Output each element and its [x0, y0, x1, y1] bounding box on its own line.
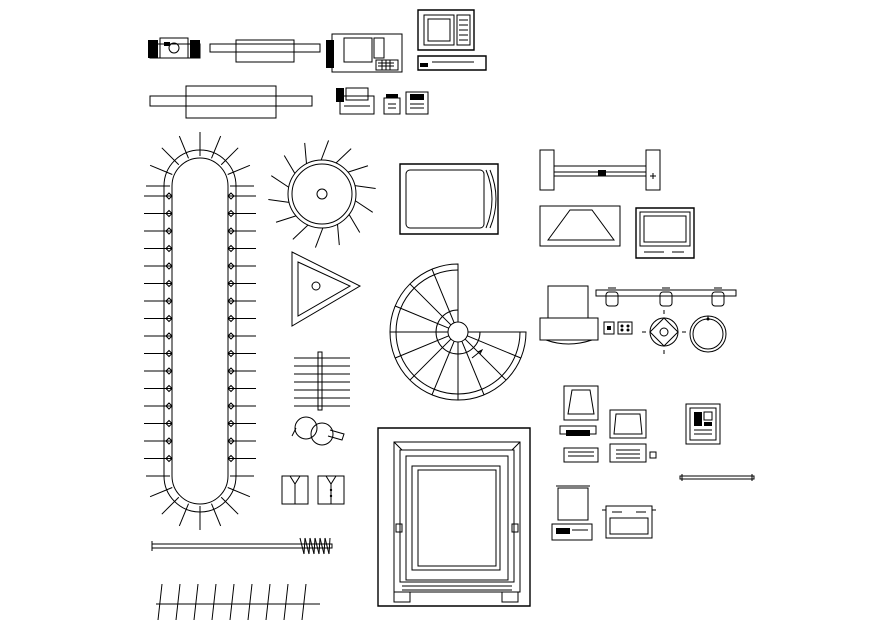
round-table: [690, 316, 726, 352]
track-light: [596, 288, 736, 306]
coat-hanger-rack: [152, 538, 332, 554]
vcr: [418, 56, 486, 70]
tv-set: [636, 208, 694, 258]
round-table-chairs: [268, 140, 375, 247]
long-shelf: [150, 86, 312, 118]
conveyor-belt: [144, 132, 256, 530]
payphone: [686, 404, 720, 444]
stools: [292, 417, 344, 445]
computer-desk: [610, 410, 656, 462]
shower-bar: [540, 150, 660, 190]
copier: [540, 286, 598, 344]
printer: [552, 486, 592, 540]
outlets: [604, 322, 632, 334]
triangle-table: [292, 252, 360, 326]
ceiling-fan: [642, 310, 686, 354]
ladder-stair: [294, 352, 350, 410]
elevator: [378, 428, 530, 606]
phone-base: [406, 92, 428, 114]
scanner: [602, 506, 656, 538]
stereo-system: [148, 38, 200, 58]
shelf: [210, 40, 320, 62]
rod: [680, 474, 754, 481]
spiral-staircase: [390, 264, 526, 400]
cash-register: [326, 34, 402, 72]
shirts: [282, 476, 344, 504]
fence: [156, 584, 320, 620]
bathtub: [400, 164, 498, 234]
fax-machine: [336, 88, 374, 114]
microwave-oven: [418, 10, 474, 50]
tv-cabinet: [540, 206, 620, 246]
telephone: [384, 94, 400, 114]
monitor: [560, 386, 598, 462]
